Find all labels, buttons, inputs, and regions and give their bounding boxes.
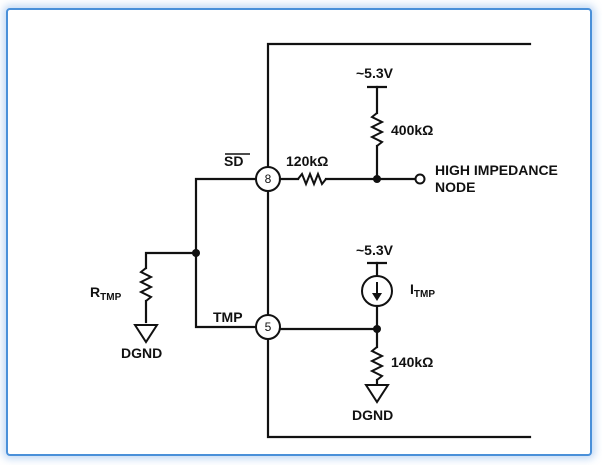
label-dgnd-right: DGND (352, 407, 393, 423)
label-rtmp-main: R (90, 284, 100, 300)
wire-sd-left (194, 177, 258, 329)
junction-dot-left (192, 249, 200, 257)
dgnd-right-symbol (364, 384, 390, 404)
resistor-140k (369, 346, 385, 381)
label-120k: 120kΩ (286, 153, 328, 169)
junction-dot-bottom (373, 325, 381, 333)
figure-frame (6, 8, 592, 456)
label-pin-8: 8 (265, 172, 272, 186)
label-itmp-main: I (410, 281, 414, 297)
label-rtmp-sub: TMP (100, 292, 121, 303)
label-dgnd-left: DGND (121, 345, 162, 361)
label-supply-mid: ~5.3V (356, 242, 394, 258)
label-tmp: TMP (213, 309, 243, 325)
ic-outline (266, 42, 532, 439)
current-arrow-head (372, 293, 382, 301)
pin-5 (255, 314, 281, 340)
label-itmp-sub: TMP (414, 289, 435, 300)
high-impedance-node-terminal (414, 173, 426, 185)
label-itmp: ITMP (410, 281, 435, 300)
label-140k: 140kΩ (391, 354, 433, 370)
label-high-impedance: HIGH IMPEDANCE (435, 162, 558, 178)
resistor-rtmp (138, 267, 154, 302)
dgnd-left-symbol (133, 324, 159, 344)
label-400k: 400kΩ (391, 122, 433, 138)
wire-junction-rtmp (144, 251, 198, 270)
resistor-120k (297, 171, 327, 187)
label-sd: SD (224, 153, 243, 169)
label-pin-5: 5 (265, 320, 272, 334)
label-rtmp: RTMP (90, 284, 122, 303)
label-node: NODE (435, 179, 475, 195)
label-supply-top: ~5.3V (356, 65, 394, 81)
resistor-400k (369, 112, 385, 147)
